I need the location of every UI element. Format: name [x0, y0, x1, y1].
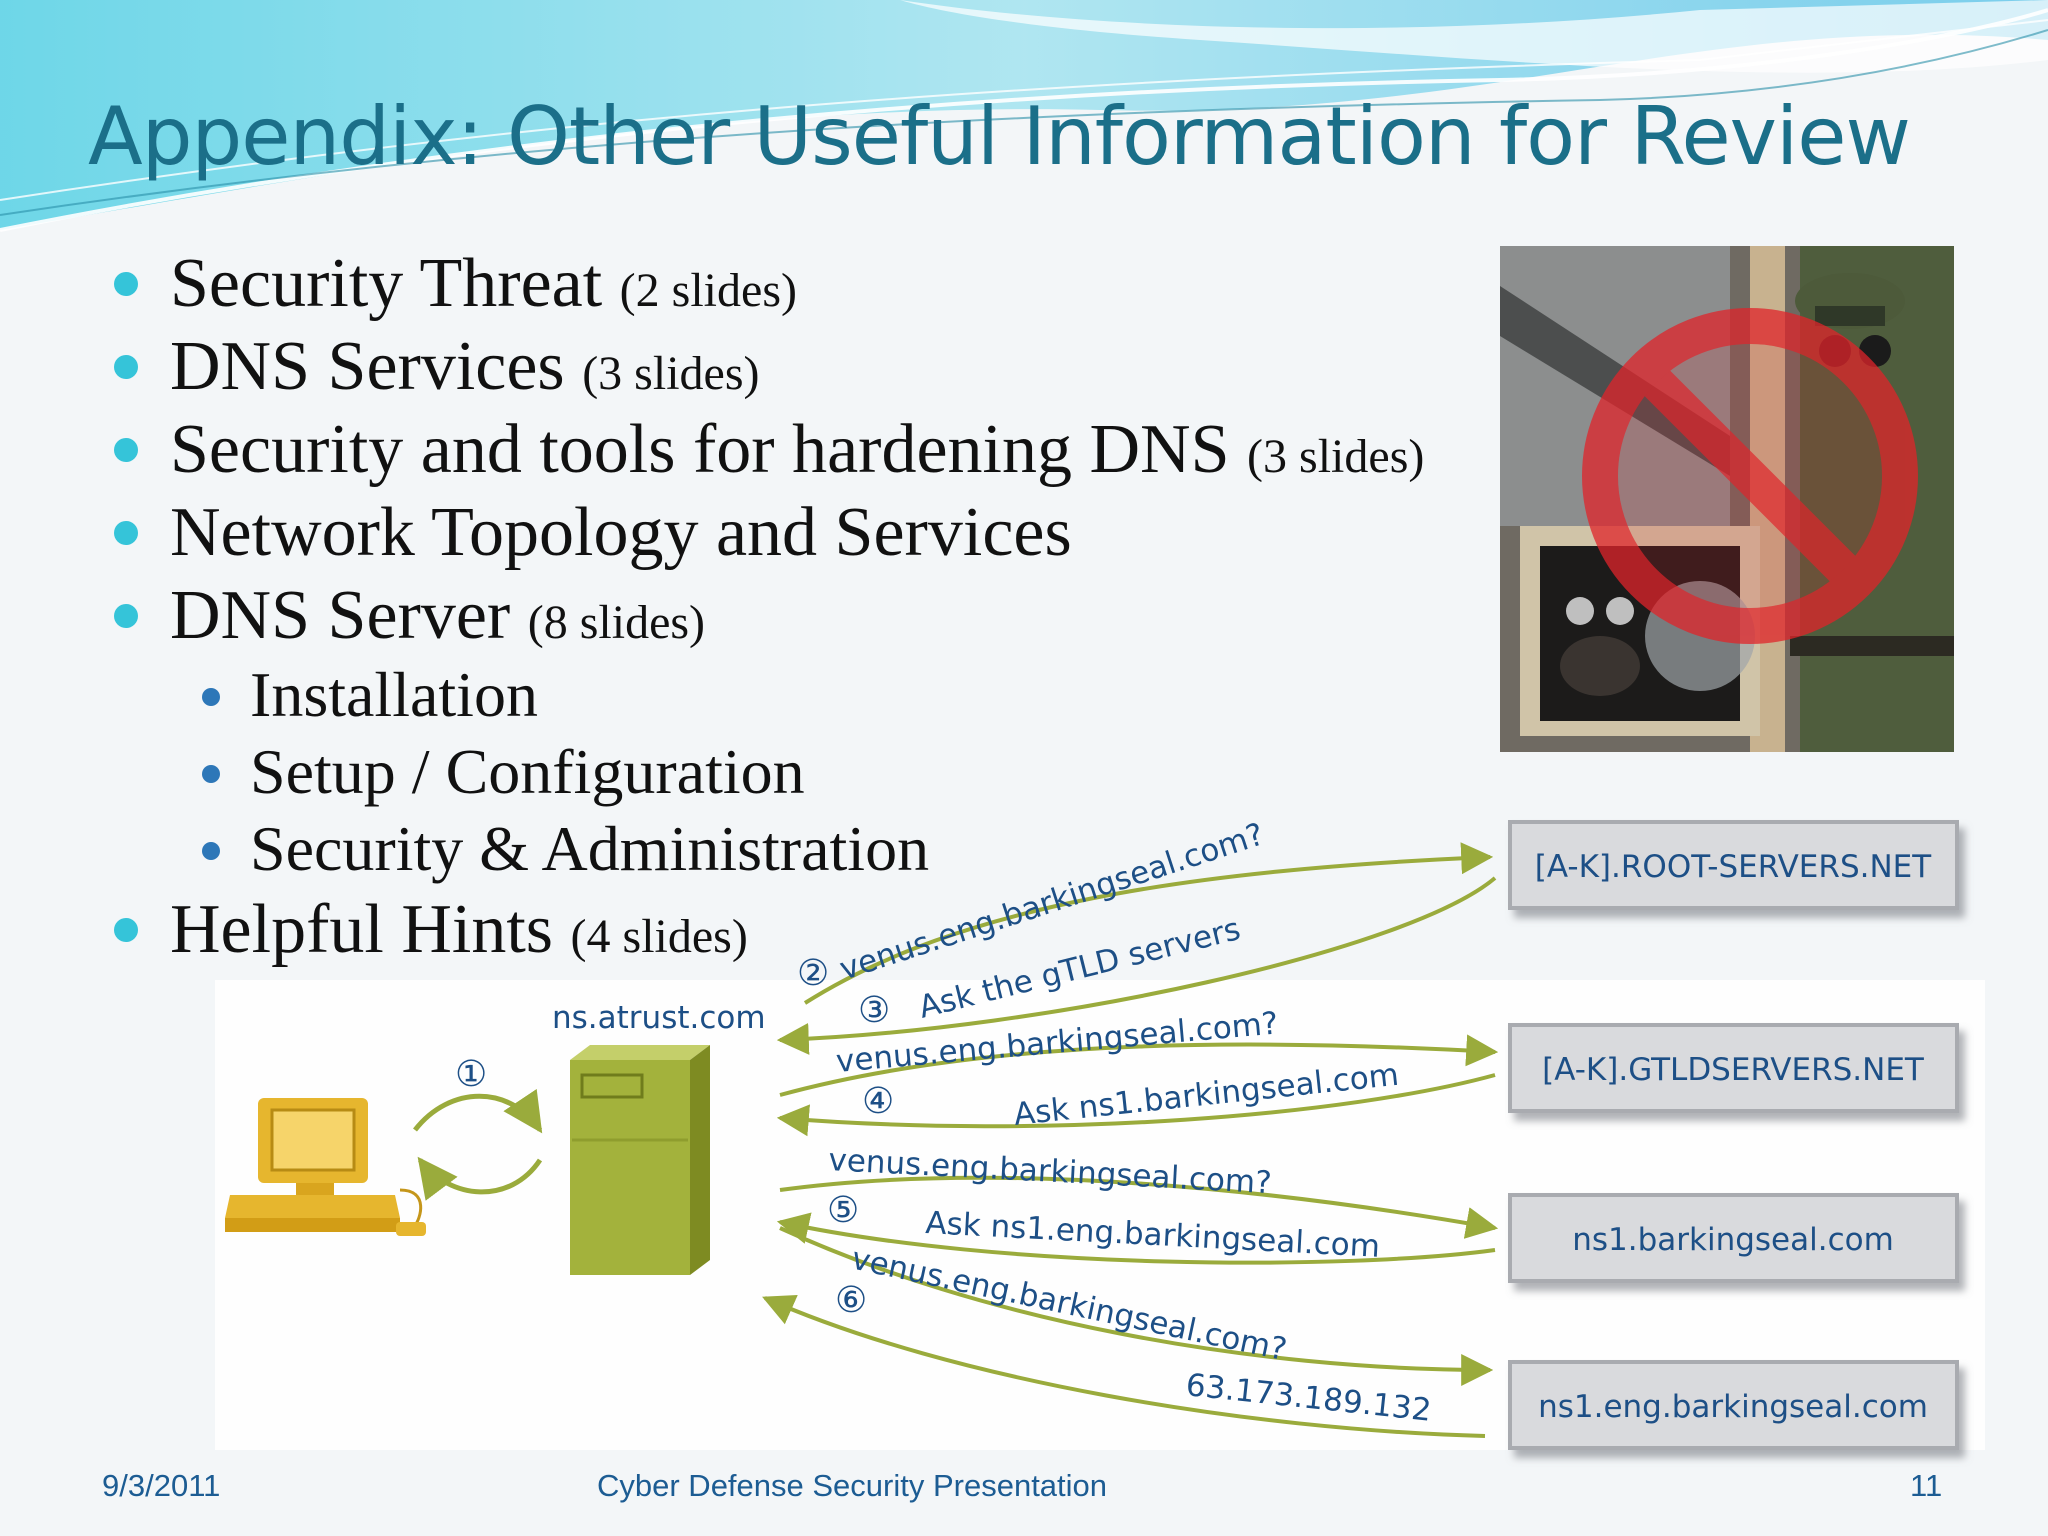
flow-arrow-6-answer — [762, 1295, 1486, 1438]
server-label: ns1.barkingseal.com — [1572, 1222, 1894, 1258]
bullet-dot-icon — [114, 604, 138, 628]
sub-bullet-item: Setup / Configuration — [202, 735, 805, 809]
bullet-item: DNS Server (8 slides) — [114, 576, 705, 656]
step-number: ⑥ — [835, 1280, 867, 1321]
slide-title: Appendix: Other Useful Information for R… — [88, 90, 1911, 183]
server-label: [A-K].ROOT-SERVERS.NET — [1535, 849, 1932, 885]
gtld-servers-box — [1508, 1023, 1959, 1113]
flow-arrow-2 — [803, 842, 1494, 1005]
sub-bullet-item: Security & Administration — [202, 812, 929, 886]
bullet-item: Network Topology and Services — [114, 493, 1072, 573]
step-number: ① — [455, 1054, 487, 1095]
bullet-dot-icon — [114, 355, 138, 379]
flow-arrow-3 — [776, 876, 1497, 1055]
step-number: ③ — [858, 990, 890, 1031]
bullet-item: Security and tools for hardening DNS (3 … — [114, 410, 1424, 490]
local-server-label: ns.atrust.com — [552, 1000, 766, 1036]
page-number: 11 — [1910, 1468, 1943, 1503]
flow-arrow-5-answer — [776, 1212, 1496, 1265]
step-number: ② — [797, 953, 829, 994]
step-number: ⑤ — [827, 1190, 859, 1231]
flow-arrow-6-query — [779, 1226, 1494, 1386]
sub-bullet-item: Installation — [202, 658, 538, 732]
bullet-item: Helpful Hints (4 slides) — [114, 890, 748, 970]
server-label: [A-K].GTLDSERVERS.NET — [1542, 1052, 1925, 1088]
bullet-dot-icon — [114, 438, 138, 462]
bullet-dot-icon — [114, 521, 138, 545]
flow-arrow-4-query — [779, 1034, 1499, 1097]
sub-bullet-dot-icon — [202, 688, 220, 706]
ns1-barkingseal-box — [1508, 1193, 1959, 1283]
flow-arrow-4-answer — [776, 1073, 1496, 1137]
bullet-item: DNS Services (3 slides) — [114, 327, 760, 407]
sub-bullet-dot-icon — [202, 842, 220, 860]
sub-bullet-dot-icon — [202, 765, 220, 783]
answer-arrow — [417, 1156, 543, 1201]
ns1-eng-barkingseal-box — [1508, 1360, 1959, 1450]
server-label: ns1.eng.barkingseal.com — [1538, 1389, 1928, 1425]
step-number: ④ — [862, 1081, 894, 1122]
bullet-dot-icon — [114, 918, 138, 942]
footer-title: Cyber Defense Security Presentation — [597, 1468, 1108, 1503]
client-computer-icon — [225, 1098, 426, 1236]
root-servers-box — [1508, 820, 1959, 910]
flow-arrow-5-query — [779, 1175, 1499, 1239]
footer-date: 9/3/2011 — [102, 1468, 221, 1503]
bullet-dot-icon — [114, 272, 138, 296]
no-entry-sign-icon — [1582, 308, 1918, 644]
bullet-item: Security Threat (2 slides) — [114, 244, 797, 324]
query-arrow — [413, 1088, 543, 1134]
guards-with-binoculars-photo — [1500, 246, 1954, 752]
local-dns-server-icon — [570, 1045, 710, 1275]
